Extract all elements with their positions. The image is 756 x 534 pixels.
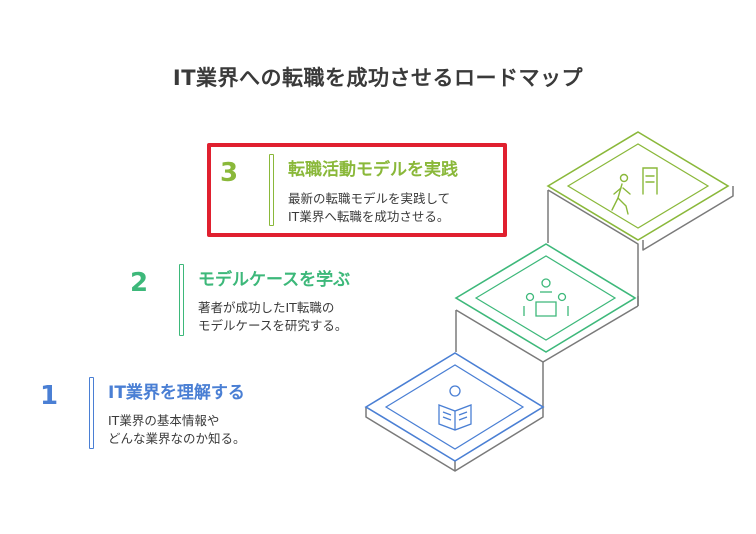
- step-bar: [179, 264, 184, 336]
- step2-platform: [454, 243, 637, 353]
- step-bar: [89, 377, 94, 449]
- step-heading: IT業界を理解する: [108, 383, 245, 403]
- step-description-line1: 著者が成功したIT転職の: [198, 300, 335, 315]
- page-title: IT業界への転職を成功させるロードマップ: [172, 66, 584, 90]
- step-heading: 転職活動モデルを実践: [288, 160, 458, 180]
- step-bar: [269, 154, 274, 226]
- step-description-line2: IT業界へ転職を成功させる。: [288, 209, 450, 224]
- step-description-line1: IT業界の基本情報や: [108, 413, 220, 428]
- step-description-line1: 最新の転職モデルを実践して: [288, 191, 451, 206]
- step-number: 1: [40, 381, 59, 411]
- stair-outline: [365, 186, 734, 472]
- step-description-line2: どんな業界なのか知る。: [108, 431, 246, 446]
- meeting-table-icon: [523, 278, 569, 317]
- step1-platform: [364, 352, 545, 462]
- step-3-highlight-box: [207, 143, 507, 237]
- step-number: 2: [130, 268, 149, 298]
- reading-person-icon: [438, 385, 472, 431]
- step-number: 3: [220, 158, 239, 188]
- step-description-line2: モデルケースを研究する。: [198, 318, 348, 333]
- walking-to-door-icon: [611, 167, 658, 215]
- step3-platform: [546, 131, 730, 241]
- step-heading: モデルケースを学ぶ: [198, 270, 351, 290]
